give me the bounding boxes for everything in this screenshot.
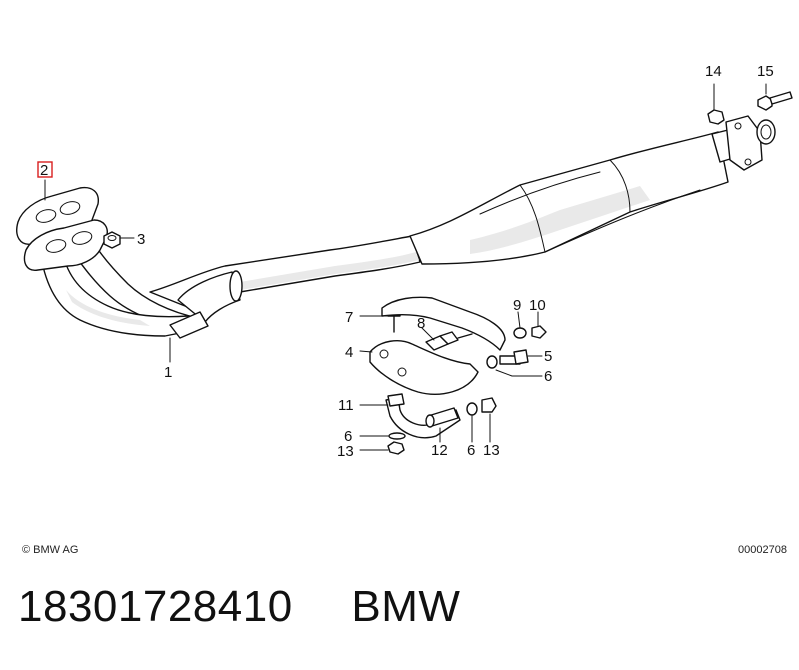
copyright-text: © BMW AG (22, 544, 78, 556)
nut-drawing (103, 231, 121, 249)
callout-6-left[interactable]: 6 (344, 428, 352, 445)
callout-9[interactable]: 9 (513, 297, 521, 314)
callout-7[interactable]: 7 (345, 309, 353, 326)
highlight-box-part-2 (37, 161, 53, 178)
callout-10[interactable]: 10 (529, 297, 546, 314)
callout-8[interactable]: 8 (417, 315, 425, 332)
callout-13-right[interactable]: 13 (483, 442, 500, 459)
drawing-number: 00002708 (738, 544, 787, 556)
callout-14[interactable]: 14 (705, 63, 722, 80)
callout-6-right[interactable]: 6 (467, 442, 475, 459)
bracket-assembly-drawing (369, 296, 547, 455)
outlet-fasteners-drawing (707, 91, 793, 125)
callout-12[interactable]: 12 (431, 442, 448, 459)
callout-6-upper[interactable]: 6 (544, 368, 552, 385)
callout-5[interactable]: 5 (544, 348, 552, 365)
part-number: 18301728410 (18, 582, 293, 631)
part-number-line: 18301728410 BMW (18, 582, 460, 632)
callout-11[interactable]: 11 (338, 397, 354, 414)
gasket-drawing (16, 186, 108, 271)
callout-13-left[interactable]: 13 (337, 443, 354, 460)
leader-lines (44, 83, 767, 451)
callout-3[interactable]: 3 (137, 231, 145, 248)
callout-4[interactable]: 4 (345, 344, 353, 361)
callout-15[interactable]: 15 (757, 63, 774, 80)
callout-2[interactable]: 2 (40, 162, 48, 179)
brand-name: BMW (351, 582, 461, 631)
converter-drawing (409, 115, 776, 265)
callout-1[interactable]: 1 (164, 364, 172, 381)
